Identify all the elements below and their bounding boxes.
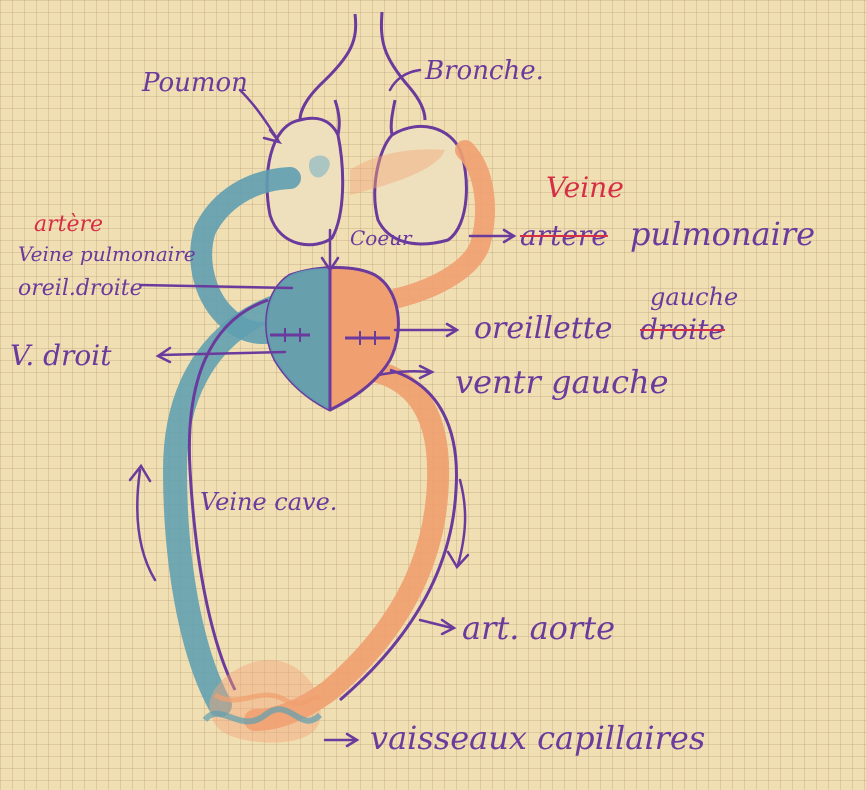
- capillaries: [205, 660, 321, 743]
- label-bronche: Bronche.: [425, 58, 544, 84]
- label-droite-crossed: droite: [640, 316, 725, 344]
- label-poumon: Poumon: [142, 70, 248, 96]
- label-artere-crossed: artere: [520, 222, 608, 250]
- label-ventricule-gauche: ventr gauche: [455, 366, 669, 398]
- label-veine-cave: Veine cave.: [200, 490, 337, 514]
- label-oreillette: oreillette: [474, 314, 613, 344]
- label-oreillette-droite: oreil.droite: [18, 278, 143, 300]
- label-coeur: Coeur: [350, 228, 412, 248]
- label-veine-pulmonaire: Veine pulmonaire: [18, 244, 196, 264]
- label-ventricule-droit: V. droit: [10, 342, 112, 370]
- label-vaisseaux-capillaires: vaisseaux capillaires: [370, 722, 705, 754]
- label-artere-correction: artère: [34, 214, 103, 236]
- label-veine-correction: Veine: [546, 174, 624, 202]
- label-pulmonaire-right: pulmonaire: [630, 218, 815, 250]
- label-gauche: gauche: [650, 285, 738, 309]
- label-art-aorte: art. aorte: [462, 612, 615, 644]
